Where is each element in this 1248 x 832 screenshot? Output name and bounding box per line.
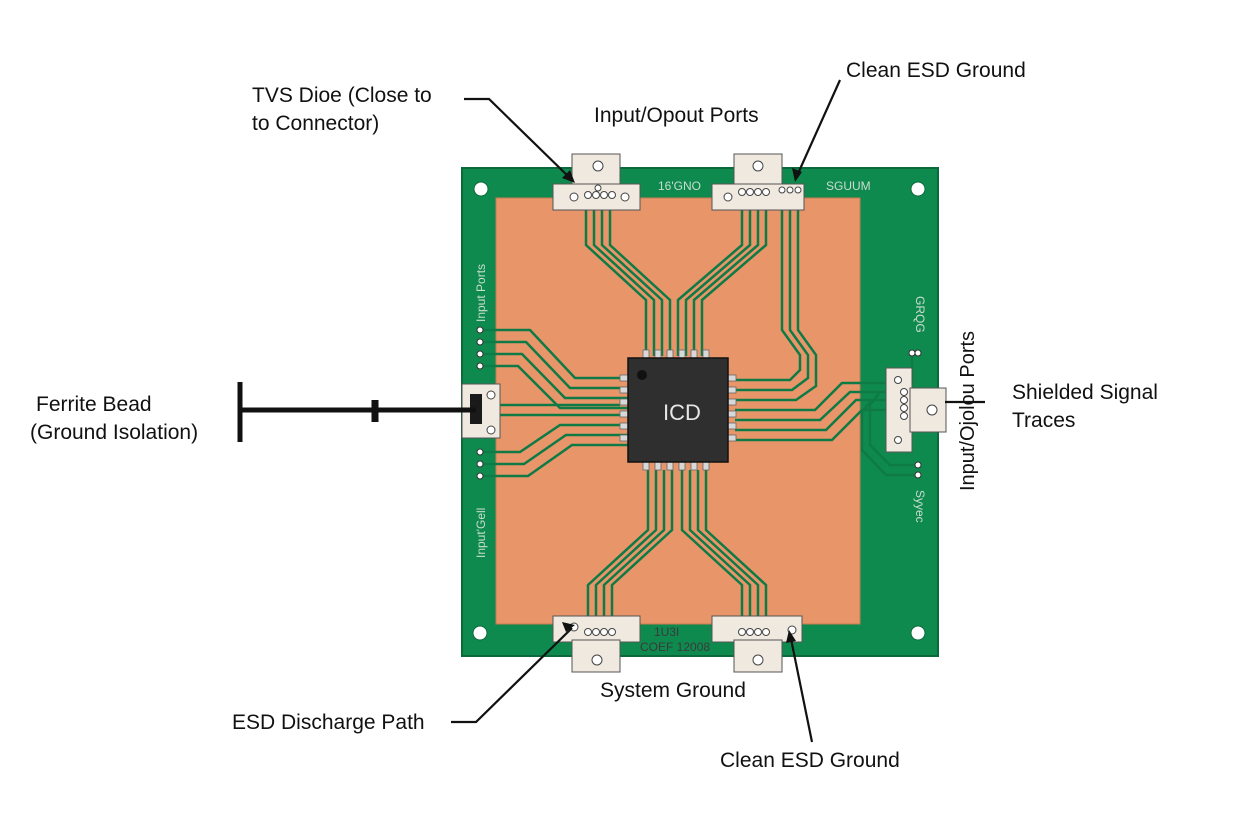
silk-left-lower: Input'Gell xyxy=(474,508,488,558)
leader-lines xyxy=(451,79,985,743)
callout-ferrite-bead: Ferrite Bead (Ground Isolation) xyxy=(30,391,198,447)
edge-pads xyxy=(476,326,922,480)
silk-bottom-1: 1U3I xyxy=(654,625,679,639)
callout-tvs-diode-line1: TVS Dioe (Close to xyxy=(252,84,432,107)
mounting-hole xyxy=(473,181,489,197)
silk-left-upper: Input Ports xyxy=(474,264,488,322)
ferrite-bead-symbol xyxy=(237,382,476,442)
callout-clean-esd-ground-bottom: Clean ESD Ground xyxy=(720,749,900,772)
callout-tvs-diode-line2: to Connector) xyxy=(252,112,380,135)
silk-right-lower: Syyec xyxy=(913,490,927,523)
callout-system-ground: System Ground xyxy=(600,679,746,702)
silk-top-right: SGUUM xyxy=(826,179,871,193)
leader-arrowheads xyxy=(562,168,802,643)
connector-bottom-right xyxy=(711,615,803,673)
connector-top-left xyxy=(552,153,641,211)
pin1-marker xyxy=(637,370,647,380)
mounting-hole xyxy=(910,181,926,197)
callout-shielded-signal-line1: Shielded Signal xyxy=(1012,381,1158,404)
callout-input-output-top: Input/Opout Ports xyxy=(594,104,759,127)
chip-label: ICD xyxy=(663,400,701,425)
mounting-hole xyxy=(472,625,488,641)
callout-clean-esd-ground-top: Clean ESD Ground xyxy=(846,59,1026,82)
silk-top-middle: 16'GNO xyxy=(658,179,701,193)
ic-chip: ICD xyxy=(619,349,737,471)
callout-ferrite-bead-line2: (Ground Isolation) xyxy=(30,421,199,444)
callout-ferrite-bead-line1: Ferrite Bead xyxy=(36,393,152,416)
connector-top-right xyxy=(711,153,805,211)
silk-right-upper: GRQG xyxy=(913,296,927,333)
mounting-hole xyxy=(910,625,926,641)
callout-shielded-signal: Shielded Signal Traces xyxy=(1012,379,1158,435)
connector-right xyxy=(885,367,947,453)
callout-tvs-diode: TVS Dioe (Close to to Connector) xyxy=(252,82,432,138)
silk-bottom-2: COEF 12008 xyxy=(640,640,710,654)
callout-input-output-right: Input/Ojolou Ports xyxy=(957,330,979,492)
callout-shielded-signal-line2: Traces xyxy=(1012,409,1076,432)
signal-traces xyxy=(480,205,918,625)
callout-esd-discharge: ESD Discharge Path xyxy=(232,711,425,734)
